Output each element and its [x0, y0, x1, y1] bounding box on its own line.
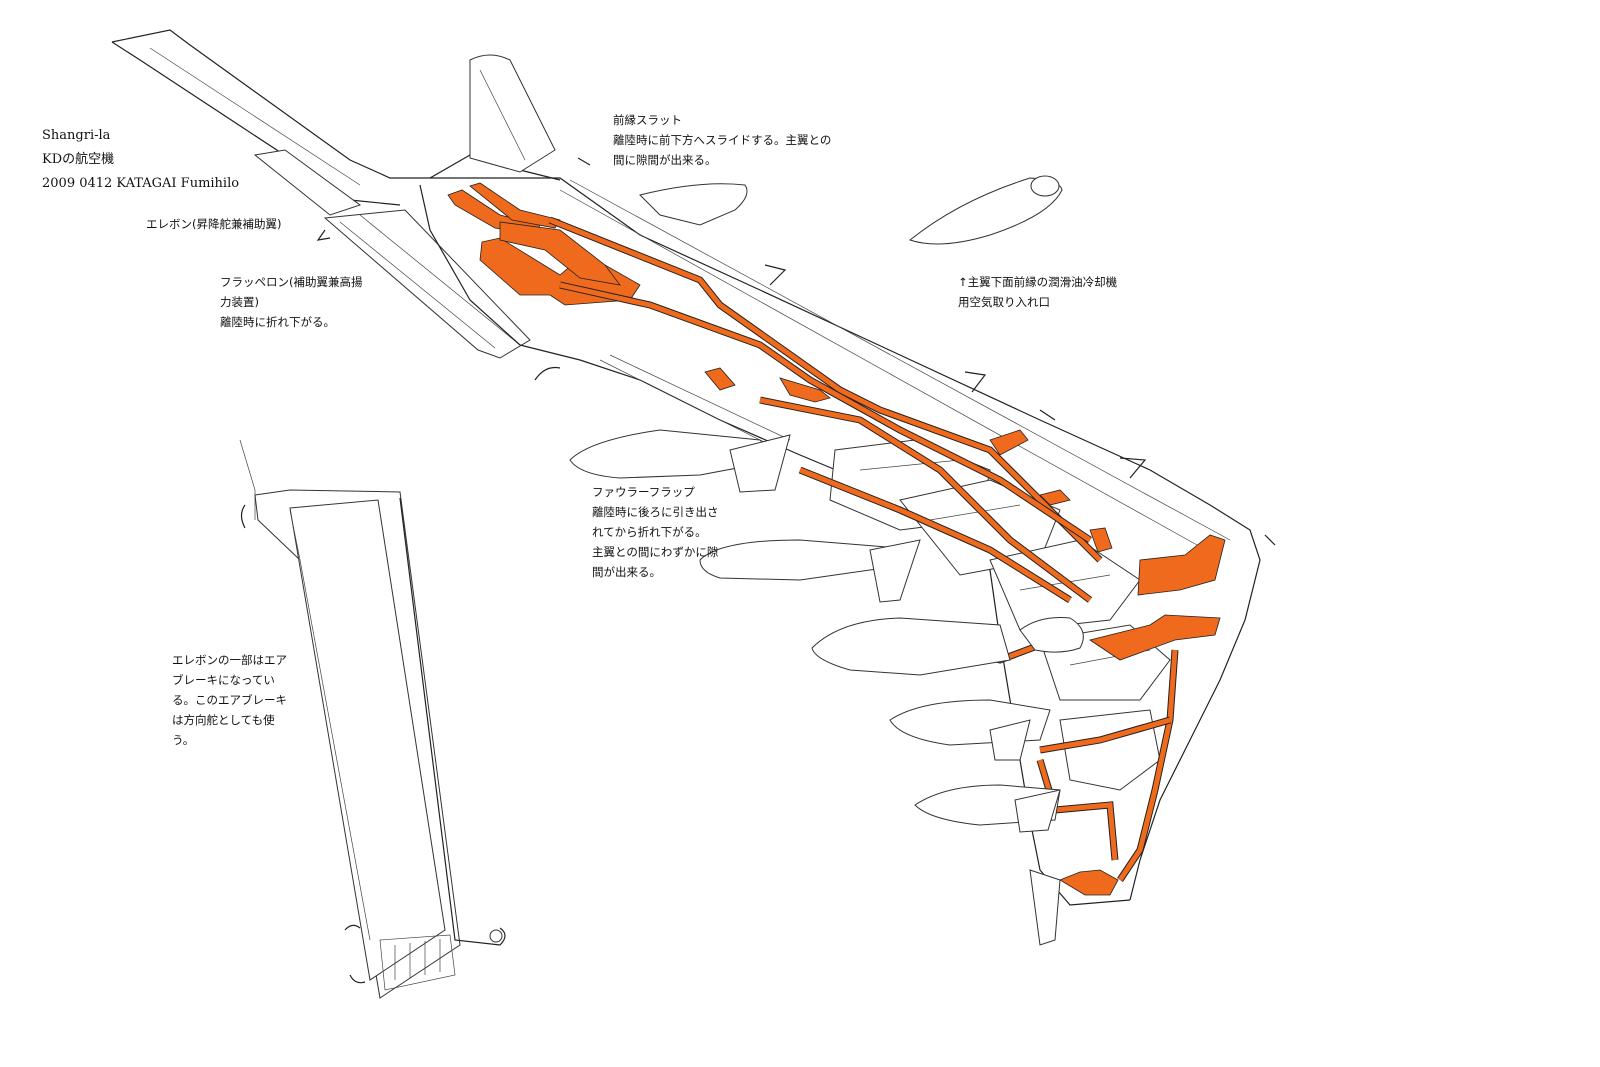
note-intake: ↑主翼下面前縁の潤滑油冷却機 用空気取り入れ口 [958, 275, 1118, 309]
flap-fairings [729, 434, 1061, 946]
elevon-surface [253, 149, 531, 359]
wing-leading-edge [419, 177, 1261, 901]
motion-arrows [240, 229, 561, 984]
title-line-1: Shangri-la [42, 128, 111, 143]
title-line-2: KDの航空機 [42, 152, 115, 167]
note-fowler-flap: ファウラーフラップ 離陸時に後ろに引き出さ れてから折れ下がる。 主翼との間にわ… [592, 485, 719, 579]
note-airbrake: エレボンの一部はエア ブレーキになってい る。このエアブレーキ は方向舵としても… [172, 653, 287, 747]
lubricant-cooling-ducts [447, 182, 1226, 896]
title-block: Shangri-la KDの航空機 2009 0412 KATAGAI Fumi… [42, 124, 239, 196]
wingtip-fin [469, 54, 556, 173]
slat-brackets [577, 157, 1276, 546]
note-flaperon: フラッペロン(補助翼兼高揚 力装置) 離陸時に折れ下がる。 [220, 275, 363, 329]
wing-trailing-edge [519, 344, 1131, 906]
note-elevon: エレボン(昇降舵兼補助翼) [146, 217, 282, 231]
title-line-3: 2009 0412 KATAGAI Fumihilo [42, 176, 240, 191]
elevon-detail-inset [239, 439, 506, 999]
note-slat: 前縁スラット 離陸時に前下方へスライドする。主翼との 間に隙間が出来る。 [613, 113, 832, 167]
